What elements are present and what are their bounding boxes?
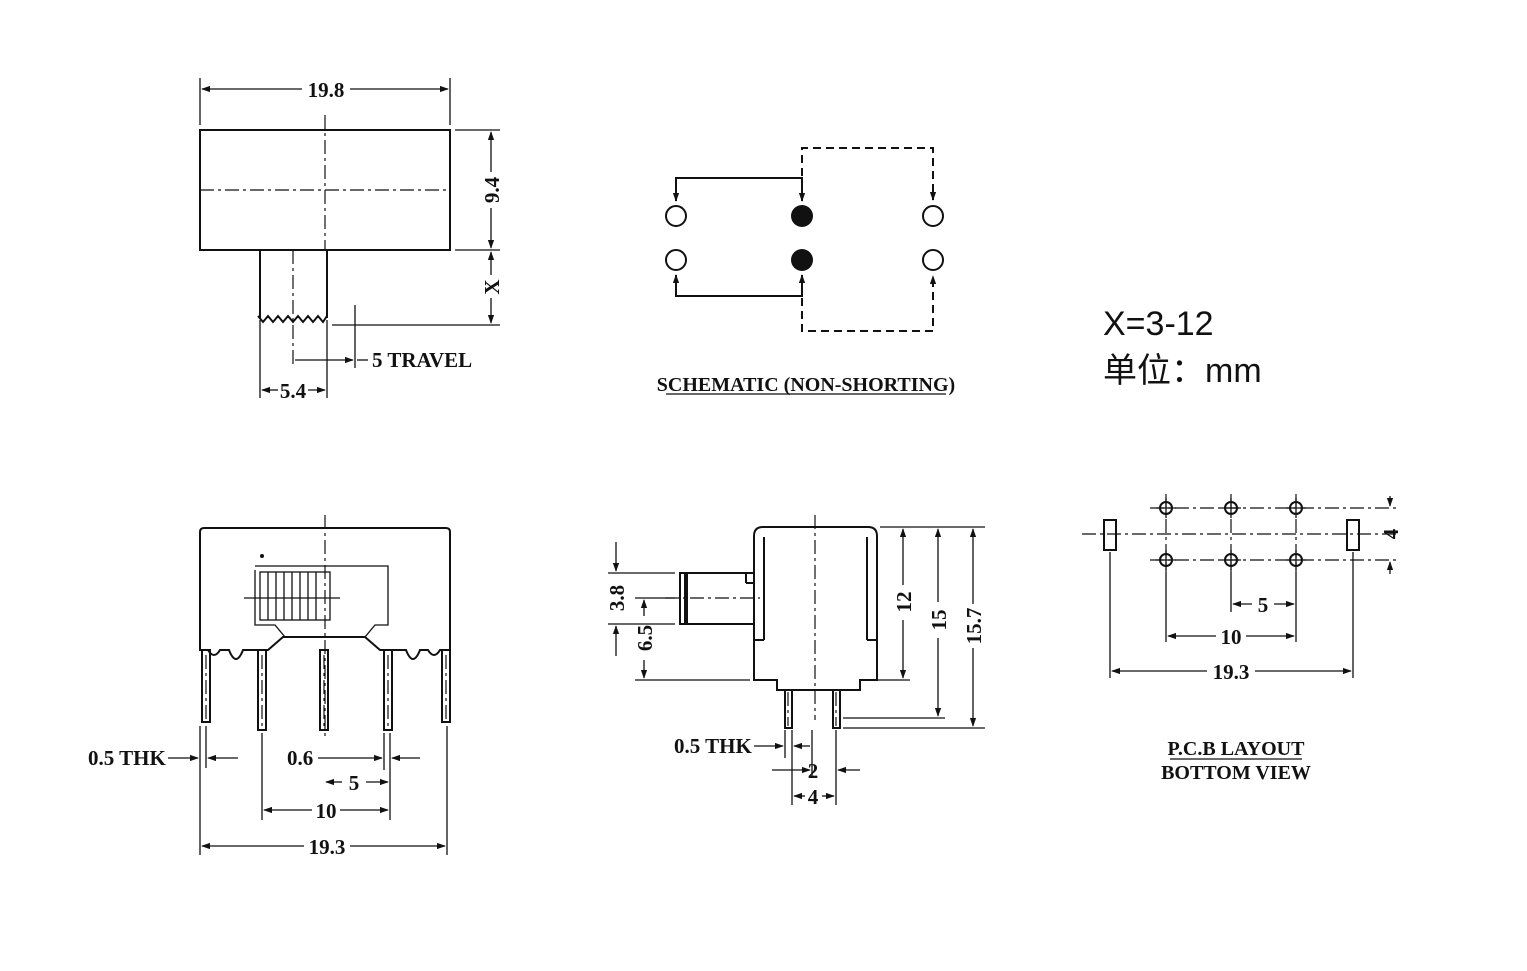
pcb-hole (1286, 550, 1306, 570)
pin (832, 689, 841, 729)
side-pin-gap-dim: 2 (808, 759, 819, 783)
actuator-break-line (257, 314, 328, 324)
pcb-hole (1156, 550, 1176, 570)
top-height-dim: 9.4 (480, 176, 504, 203)
front-span-dim: 10 (316, 799, 337, 823)
common-terminal (791, 205, 813, 227)
pcb-hole (1286, 498, 1306, 518)
connection-solid (672, 274, 806, 297)
pin (201, 649, 211, 723)
front-view: 0.5 THK 0.6 5 10 19.3 (88, 515, 451, 859)
pcb-caption-line1: P.C.B LAYOUT (1168, 738, 1306, 760)
top-view: 19.8 9.4 X 5 TRAVEL 5.4 (199, 78, 504, 403)
terminal-open (922, 205, 944, 227)
slider-knob (244, 571, 340, 621)
mounting-slot (1103, 519, 1117, 551)
notes: X=3-12 单位：mm (1103, 305, 1262, 390)
schematic: SCHEMATIC (NON-SHORTING) (657, 147, 955, 396)
top-width-dim: 19.8 (308, 78, 345, 102)
pin (441, 649, 451, 723)
actuator-length-dim: X (480, 279, 504, 294)
terminal-open (665, 205, 687, 227)
pcb-row-spacing-dim: 4 (1379, 528, 1403, 539)
pcb-hole (1156, 498, 1176, 518)
pcb-span-dim: 10 (1221, 625, 1242, 649)
side-pin-span-dim: 4 (808, 785, 819, 809)
pin-width-dim: 0.6 (287, 746, 313, 770)
pcb-hole (1221, 550, 1241, 570)
front-overall-dim: 19.3 (309, 835, 346, 859)
mounting-slot (1346, 519, 1360, 551)
pin (784, 689, 793, 729)
overall-height-dim: 15.7 (962, 608, 986, 645)
travel-dim: 5 TRAVEL (372, 348, 472, 372)
pcb-caption-line2: BOTTOM VIEW (1161, 762, 1311, 784)
common-terminal (791, 249, 813, 271)
pin (257, 649, 267, 731)
pcb-hole (1221, 498, 1241, 518)
terminal-open (922, 249, 944, 271)
front-thk-dim: 0.5 THK (88, 746, 166, 770)
side-actuator (679, 572, 754, 625)
connection-solid (672, 177, 806, 202)
body-height-dim: 12 (892, 592, 916, 613)
unit-note: 单位：mm (1103, 352, 1262, 390)
pcb-overall-dim: 19.3 (1213, 660, 1250, 684)
side-thk-dim: 0.5 THK (674, 734, 752, 758)
height-to-pin-dim: 15 (927, 610, 951, 631)
x-range-note: X=3-12 (1103, 305, 1214, 343)
side-view: 3.8 6.5 12 15 15.7 0.5 THK 2 4 (605, 515, 986, 809)
actuator-width-dim: 5.4 (280, 379, 307, 403)
connection-dashed (801, 147, 937, 201)
pin (319, 649, 329, 731)
slider-window (254, 565, 389, 638)
connection-dashed (801, 275, 937, 332)
front-pitch-dim: 5 (349, 771, 360, 795)
pin (383, 649, 393, 731)
schematic-caption: SCHEMATIC (NON-SHORTING) (657, 374, 955, 396)
actuator-height-dim: 3.8 (605, 585, 629, 611)
actuator-offset-dim: 6.5 (633, 625, 657, 651)
pcb-layout: 4 5 10 19.3 P.C.B LAYOUT BOTTOM VIEW (1082, 494, 1403, 784)
pcb-pitch-dim: 5 (1258, 593, 1269, 617)
terminal-open (665, 249, 687, 271)
housing-outline (199, 527, 451, 660)
